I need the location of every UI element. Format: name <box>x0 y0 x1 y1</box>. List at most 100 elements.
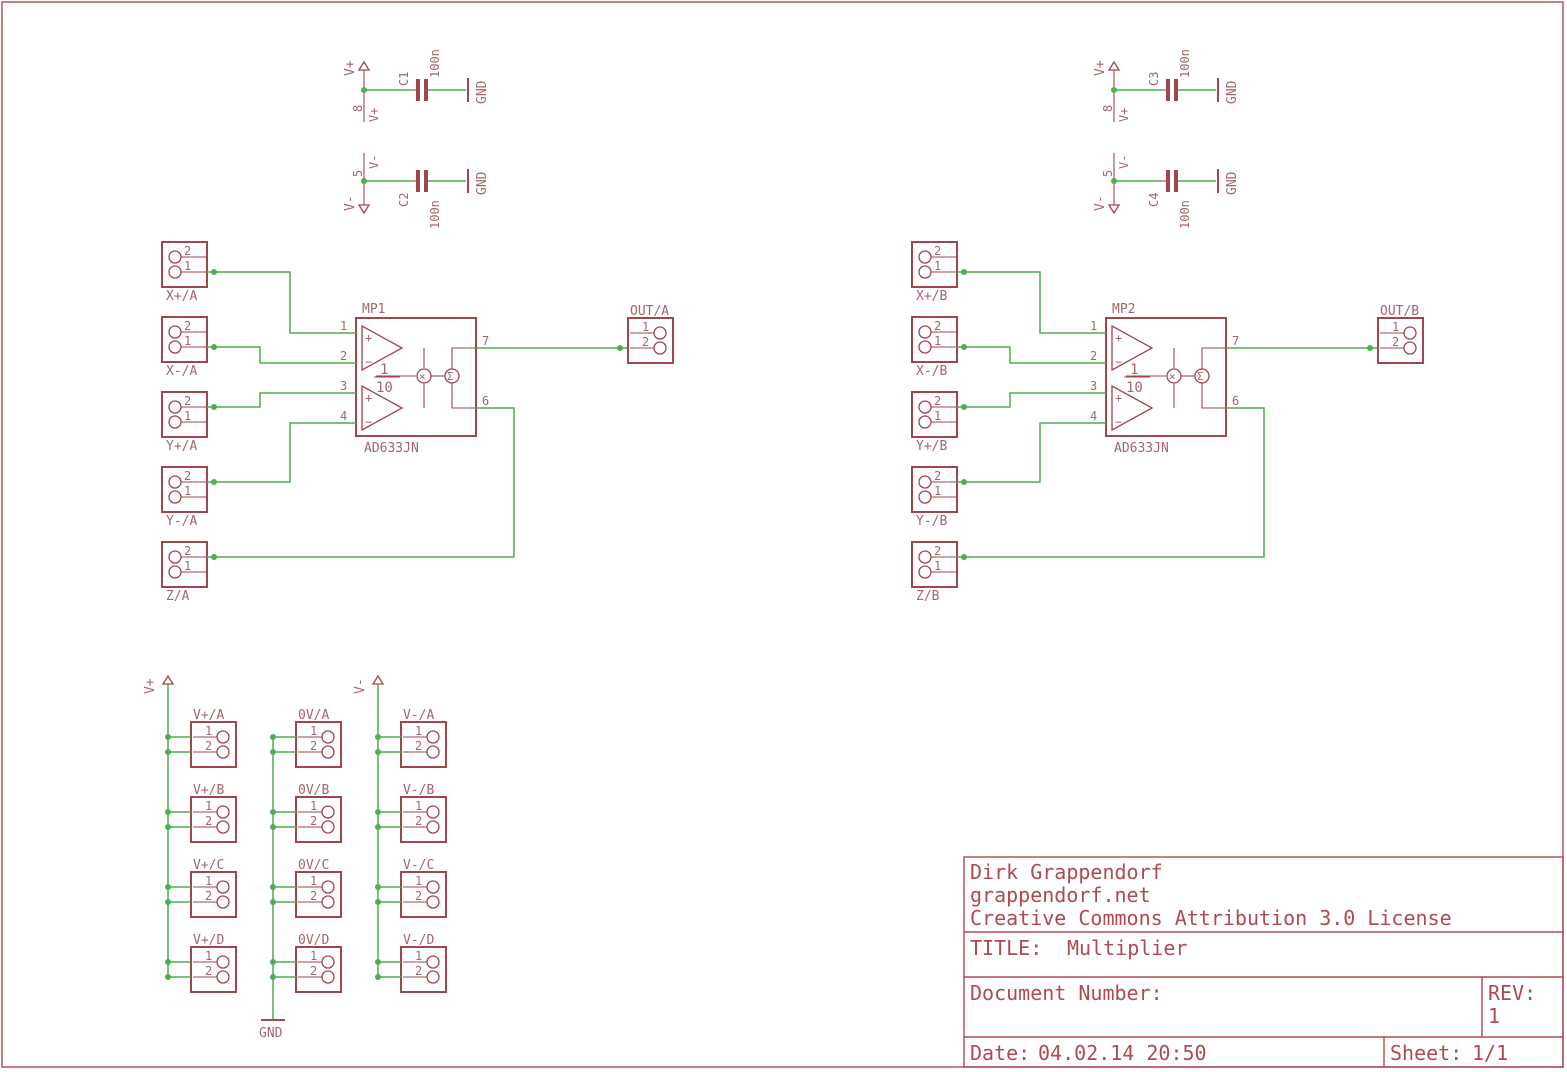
terminal-screw <box>216 880 230 894</box>
terminal-pin-number: 1 <box>310 874 317 888</box>
terminal-block: 21X-/B <box>911 316 958 379</box>
wire-z <box>207 407 515 558</box>
terminal-block: 12V+/C <box>190 858 237 918</box>
terminal-pin-number: 2 <box>184 319 191 333</box>
terminal-screw <box>918 550 932 564</box>
rev-label: REV: <box>1488 981 1536 1005</box>
sheet-label: Sheet: <box>1390 1041 1462 1065</box>
terminal-body <box>295 871 342 918</box>
terminal-label: Y+/A <box>166 439 197 454</box>
wire-y-minus <box>957 422 1106 483</box>
capacitor-plate <box>416 79 420 101</box>
terminal-screw <box>216 805 230 819</box>
terminal-pin-number: 1 <box>1392 320 1399 334</box>
terminal-screw <box>426 745 440 759</box>
terminal-block: 21Y-/A <box>161 466 208 529</box>
terminal-screw <box>321 955 335 969</box>
opamp-y-icon <box>361 384 404 432</box>
terminal-label: X+/B <box>916 289 947 304</box>
gain-denominator: 10 <box>1126 380 1143 396</box>
supply-label: V+ <box>343 60 358 76</box>
terminal-screw <box>426 730 440 744</box>
document-number-label: Document Number: <box>970 981 1163 1005</box>
pin-number: 5 <box>351 170 365 177</box>
terminal-pin-number: 1 <box>415 799 422 813</box>
junction-dot <box>165 959 171 965</box>
terminal-label: OUT/B <box>1380 304 1419 319</box>
terminal-body <box>400 721 447 768</box>
ad633-chip-body <box>355 317 477 437</box>
wire-x-minus <box>957 346 1106 364</box>
terminal-pin-number: 2 <box>205 889 212 903</box>
power-terminals: V+12V+/A12V+/B12V+/C12V+/DGND120V/A120V/… <box>143 674 447 1041</box>
terminal-body <box>400 871 447 918</box>
chip-pin-number: 7 <box>1232 334 1239 348</box>
pin-number: 8 <box>1101 105 1115 112</box>
terminal-pin-number: 2 <box>310 814 317 828</box>
terminal-body <box>400 796 447 843</box>
minus-sign: − <box>365 355 372 369</box>
supply-arrow-icon <box>161 674 175 685</box>
terminal-pin-number: 2 <box>934 394 941 408</box>
terminal-pin-number: 1 <box>415 949 422 963</box>
gnd-label: GND <box>1225 171 1240 195</box>
terminal-pin-number: 2 <box>205 964 212 978</box>
gain-denominator: 10 <box>376 380 393 396</box>
junction-dot <box>617 345 623 351</box>
supply-label: V- <box>1093 195 1108 211</box>
capacitor-name: C3 <box>1147 72 1161 86</box>
terminal-pin-number: 1 <box>934 409 941 423</box>
terminal-pin-number: 1 <box>310 724 317 738</box>
terminal-label: Z/B <box>916 589 940 604</box>
terminal-label: V+/D <box>193 933 224 948</box>
supply-label: V- <box>343 195 358 211</box>
multiply-sign: × <box>419 370 426 383</box>
capacitor-value: 100n <box>428 200 442 229</box>
junction-dot <box>961 344 967 350</box>
gain-numerator: 1 <box>1130 362 1138 378</box>
pin-number: 8 <box>351 105 365 112</box>
junction-dot <box>211 404 217 410</box>
author-text: Dirk Grappendorf <box>970 860 1163 884</box>
terminal-pin-number: 2 <box>934 319 941 333</box>
junction-dot <box>961 554 967 560</box>
capacitor-plate <box>424 170 428 192</box>
chip-pin-number: 6 <box>482 394 489 408</box>
terminal-body <box>190 721 237 768</box>
terminal-screw <box>1403 341 1417 355</box>
terminal-block: 21Z/B <box>911 541 958 604</box>
terminal-pin-number: 1 <box>184 334 191 348</box>
terminal-pin-number: 2 <box>184 244 191 258</box>
junction-dot <box>270 824 276 830</box>
website-text: grappendorf.net <box>970 883 1151 907</box>
signal-line <box>1201 383 1226 409</box>
wire-x-minus <box>207 346 356 364</box>
terminal-label: OUT/A <box>630 304 669 319</box>
terminal-screw <box>918 250 932 264</box>
terminal-block: 21Y-/B <box>911 466 958 529</box>
terminal-pin-number: 1 <box>415 724 422 738</box>
terminal-pin-number: 1 <box>205 724 212 738</box>
plus-sign: + <box>1115 331 1122 345</box>
chip-pin-number: 1 <box>340 319 347 333</box>
junction-dot <box>375 974 381 980</box>
terminal-screw <box>653 341 667 355</box>
terminal-block: 12V+/A <box>190 708 237 768</box>
title-value: Multiplier <box>1067 936 1187 960</box>
terminal-pin-number: 1 <box>184 409 191 423</box>
terminal-pin-number: 1 <box>184 484 191 498</box>
chip-pin-number: 2 <box>340 349 347 363</box>
terminal-label: V-/A <box>403 708 434 723</box>
opamp-x-icon <box>361 324 404 372</box>
terminal-body <box>161 466 208 513</box>
terminal-pin-number: 1 <box>184 259 191 273</box>
signal-line <box>1201 347 1226 369</box>
wire-x-plus <box>957 271 1106 334</box>
supply-arrow-icon <box>357 60 371 71</box>
terminal-label: Y+/B <box>916 439 947 454</box>
